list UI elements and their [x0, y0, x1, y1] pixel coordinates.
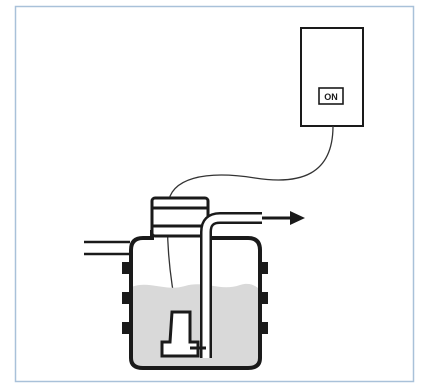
power-cord-icon [166, 125, 334, 319]
switch-label: ON [324, 92, 338, 102]
pump-icon [160, 310, 206, 358]
tank-lid-icon [150, 196, 210, 238]
inlet-pipe-icon [84, 240, 130, 256]
switch-button[interactable] [318, 87, 344, 105]
discharge-pipe-icon [200, 212, 262, 358]
electrical-switch-box-icon: ON [300, 27, 364, 127]
flow-arrow-icon [262, 211, 305, 225]
